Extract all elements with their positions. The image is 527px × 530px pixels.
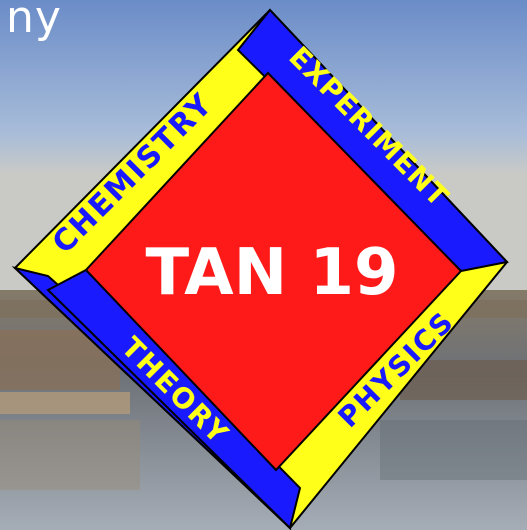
logo-center-diamond bbox=[84, 71, 463, 472]
blue-band-lower-left-strip bbox=[46, 268, 302, 530]
logo-center-label: TAN 19 bbox=[145, 236, 398, 310]
corner-text: ny bbox=[6, 0, 62, 43]
